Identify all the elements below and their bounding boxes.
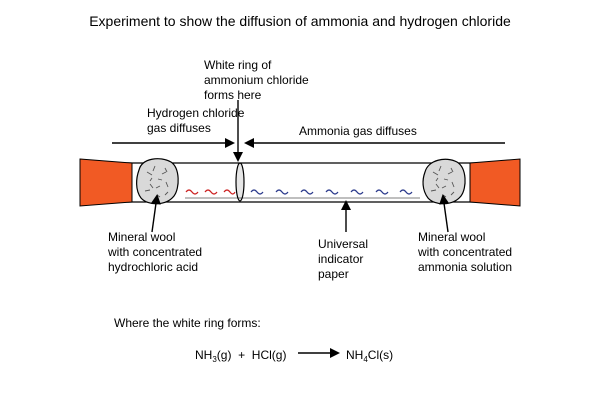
white-ring (235, 162, 245, 202)
indicator-label-line: indicator (318, 252, 364, 266)
indicator-paper-label: Universal indicator paper (318, 237, 368, 282)
ammonia-diffuses-label: Ammonia gas diffuses (299, 124, 417, 138)
ring-label-line: forms here (204, 88, 262, 102)
wool-right-label: Mineral wool with concentrated ammonia s… (418, 230, 512, 275)
wool-right-label-line: ammonia solution (418, 260, 513, 274)
equation-product: NH4Cl(s) (346, 348, 394, 364)
wool-right-pointer-arrow (439, 194, 450, 233)
wool-left-label: Mineral wool with concentrated hydrochlo… (108, 230, 202, 275)
hcl-diffuses-label: Hydrogen chloride gas diffuses (147, 106, 244, 136)
ammonia-waves (250, 189, 413, 195)
wool-right-label-line: Mineral wool (418, 230, 486, 244)
right-stopper (469, 158, 521, 207)
ring-label-line: White ring of (204, 58, 272, 72)
equation-heading: Where the white ring forms: (114, 316, 261, 330)
wool-left-label-line: Mineral wool (108, 230, 176, 244)
reactants-rest: (g) + HCl(g) (216, 348, 287, 362)
diagram-title: Experiment to show the diffusion of ammo… (89, 13, 511, 29)
wool-left-label-line: hydrochloric acid (108, 260, 199, 274)
indicator-label-line: Universal (318, 237, 369, 251)
ammonium-subscript: 4 (363, 355, 368, 364)
ring-label: White ring of ammonium chloride forms he… (204, 58, 309, 103)
mineral-wool-right (422, 158, 466, 205)
indicator-label-line: paper (318, 267, 349, 281)
ammonia-formula: NH (195, 348, 213, 362)
wool-left-label-line: with concentrated (108, 245, 203, 259)
ammonia-subscript: 3 (212, 355, 217, 364)
hcl-waves (185, 189, 236, 195)
hcl-label-line: Hydrogen chloride (147, 106, 245, 120)
left-stopper (79, 158, 133, 207)
hcl-label-line: gas diffuses (147, 121, 211, 135)
wool-left-pointer-arrow (150, 194, 161, 233)
equation-reactants: NH3(g) + HCl(g) (195, 348, 287, 364)
mineral-wool-left (136, 158, 179, 205)
product-rest: Cl(s) (367, 348, 394, 362)
ammonium-formula: NH (346, 348, 364, 362)
wool-right-label-line: with concentrated (418, 245, 513, 259)
ring-label-line: ammonium chloride (204, 73, 309, 87)
